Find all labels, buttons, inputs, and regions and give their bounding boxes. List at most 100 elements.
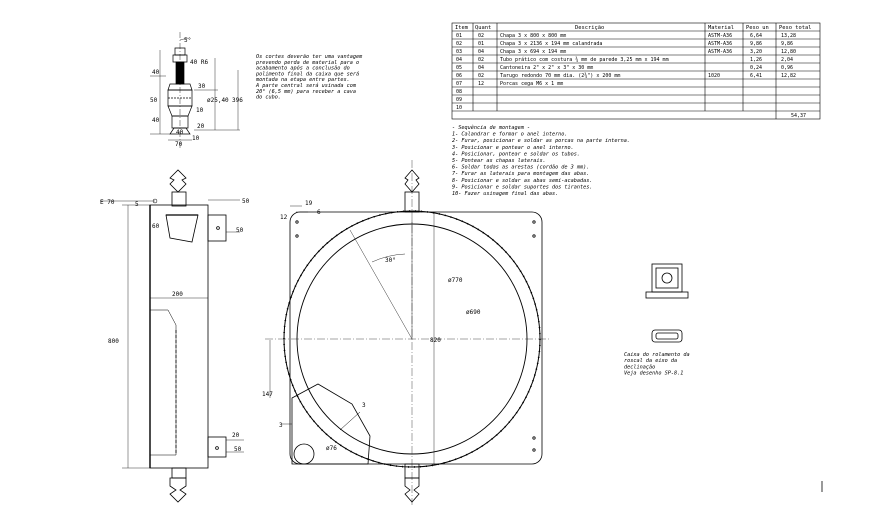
- table-cell-desc: Cantoneira 2" x 2" x 3" x 30 mm: [500, 65, 593, 71]
- note-line: polimento final da caixa que será: [256, 70, 359, 77]
- parts-table: [451, 22, 821, 120]
- dim-top-20: 20: [197, 123, 205, 130]
- table-cell-material: ASTM-A36: [708, 41, 732, 47]
- table-cell-material: ASTM-A36: [708, 49, 732, 55]
- front-view: [265, 160, 550, 505]
- dim-top-10a: 10: [196, 107, 204, 114]
- assembly-sequence: - Sequência de montagem -1- Calandrar e …: [451, 124, 630, 197]
- dim-side-50b: 50: [236, 227, 244, 234]
- table-total: 54,37: [791, 113, 806, 119]
- top-detail-view: [150, 32, 240, 148]
- sequence-line: 3- Posicionar e pontear o anel interno.: [451, 145, 574, 151]
- dim-side-50c: 50: [234, 446, 242, 453]
- dim-front-12: 12: [280, 214, 288, 221]
- dim-top-40b: 40: [152, 117, 160, 124]
- dim-top-r4: 40 R6: [190, 59, 208, 66]
- dim-front-820: 820: [430, 337, 441, 344]
- table-cell-material: ASTM-A36: [708, 33, 732, 39]
- dim-top-70: 70: [175, 141, 183, 148]
- note-line: A parte central será usinada com: [255, 82, 356, 89]
- table-cell-desc: Chapa 3 x 2136 x 194 mm calandrada: [500, 41, 602, 47]
- table-cell-desc: Chapa 3 x 800 x 800 mm: [500, 33, 566, 39]
- table-cell-peso_un: 6,64: [750, 33, 762, 39]
- table-cell-peso_un: 3,20: [750, 49, 762, 55]
- detail-line: Caixa do rolamento da: [624, 352, 690, 358]
- sequence-line: 10- Fazer usinagem final das abas.: [452, 191, 558, 197]
- dim-front-147: 147: [262, 391, 273, 398]
- sequence-line: 5- Pontear as chapas laterais.: [452, 158, 546, 164]
- sequence-line: 7- Furar as laterais para montagem das a…: [452, 171, 589, 177]
- side-view-dims: E 70 5 60 50 50 200 800 20 50: [100, 198, 250, 453]
- table-cell-item: 05: [456, 65, 462, 71]
- top-detail-dims: 5° 40 40 R6 30 50 10 ø25,40 396 40 40 20…: [150, 37, 243, 148]
- parts-table-text: Item Quant Descrição Material Peso un Pe…: [455, 25, 811, 31]
- table-cell-desc: Chapa 3 x 694 x 194 mm: [500, 49, 566, 55]
- dim-top-40a: 40: [152, 69, 160, 76]
- dim-side-20: 20: [232, 432, 240, 439]
- table-cell-item: 04: [456, 57, 462, 63]
- dim-top-angle: 5°: [184, 37, 191, 44]
- dim-side-60: 60: [152, 223, 160, 230]
- table-cell-material: 1020: [708, 73, 720, 79]
- front-view-dims: 19 6 12 30° ø770 ø690 820 147 3 3 ø76: [262, 200, 481, 452]
- table-cell-desc: Tarugo redondo 70 mm dia. (2¾") x 200 mm: [500, 73, 620, 79]
- dim-front-19: 19: [305, 200, 313, 207]
- th-peso-un: Peso un: [746, 25, 769, 31]
- sequence-line: 8- Posicionar e soldar as abas semi-acab…: [452, 178, 593, 184]
- th-quant: Quant: [475, 25, 491, 31]
- th-peso-total: Peso total: [779, 25, 811, 31]
- th-item: Item: [455, 25, 468, 31]
- note-line: do cubo.: [256, 95, 281, 101]
- table-cell-peso_total: 12,82: [781, 73, 796, 79]
- note-line: 20° (6,5 mm) para receber a cava: [256, 89, 356, 95]
- th-desc: Descrição: [575, 25, 604, 31]
- table-cell-peso_un: 1,26: [750, 57, 762, 63]
- sequence-line: - Sequência de montagem -: [452, 124, 530, 131]
- dim-front-3b: 3: [279, 422, 283, 429]
- sequence-line: 4- Posicionar, pontear e soldar os tubos…: [452, 151, 580, 157]
- table-cell-peso_total: 9,86: [781, 41, 793, 47]
- dim-top-396: 396: [232, 97, 243, 104]
- detail-line: roscal da eixo da: [624, 358, 677, 364]
- table-cell-peso_un: 0,24: [750, 65, 762, 71]
- side-view: [100, 169, 244, 503]
- table-cell-item: 03: [456, 49, 462, 55]
- dim-front-3a: 3: [362, 402, 366, 409]
- note-line: acabamento após a conclusão do: [256, 65, 350, 72]
- note-line: Os cortes deverão ter uma vantagem: [256, 54, 362, 60]
- dim-side-e: E 70: [100, 199, 115, 206]
- dim-side-800: 800: [108, 338, 119, 345]
- table-cell-quant: 01: [478, 41, 484, 47]
- table-cell-item: 10: [456, 105, 462, 111]
- note-line: montada na etapa entre partes.: [255, 77, 350, 83]
- table-cell-desc: Porcas cega M6 x 1 mm: [500, 81, 563, 87]
- table-cell-item: 09: [456, 97, 462, 103]
- table-cell-item: 06: [456, 73, 462, 79]
- table-cell-peso_total: 12,80: [781, 49, 796, 55]
- table-cell-quant: 12: [478, 81, 484, 87]
- table-cell-quant: 04: [478, 65, 484, 71]
- table-cell-peso_total: 2,04: [781, 57, 793, 63]
- table-cell-quant: 02: [478, 73, 484, 79]
- sequence-line: 2- Furar, posicionar e soldar as porcas …: [452, 138, 630, 144]
- table-cell-quant: 04: [478, 49, 484, 55]
- dim-front-770: ø770: [448, 277, 463, 284]
- dim-front-6: 6: [317, 209, 321, 216]
- dim-front-30: 30°: [385, 257, 396, 264]
- dim-front-690: ø690: [466, 309, 481, 316]
- dim-top-10b: 10: [192, 135, 200, 142]
- notes-top: Os cortes deverão ter uma vantagempreven…: [255, 54, 362, 101]
- table-cell-quant: 02: [478, 33, 484, 39]
- sequence-line: 6- Soldar todas as arestas (cordão de 3 …: [452, 165, 589, 171]
- th-material: Material: [708, 25, 734, 31]
- table-cell-item: 07: [456, 81, 462, 87]
- table-cell-item: 01: [456, 33, 462, 39]
- dim-side-5: 5: [135, 201, 139, 208]
- table-cell-quant: 02: [478, 57, 484, 63]
- table-cell-peso_total: 0,96: [781, 65, 793, 71]
- bearing-box-detail: [645, 263, 689, 343]
- table-cell-desc: Tubo prático com costura ¾ mm de parede …: [500, 56, 669, 63]
